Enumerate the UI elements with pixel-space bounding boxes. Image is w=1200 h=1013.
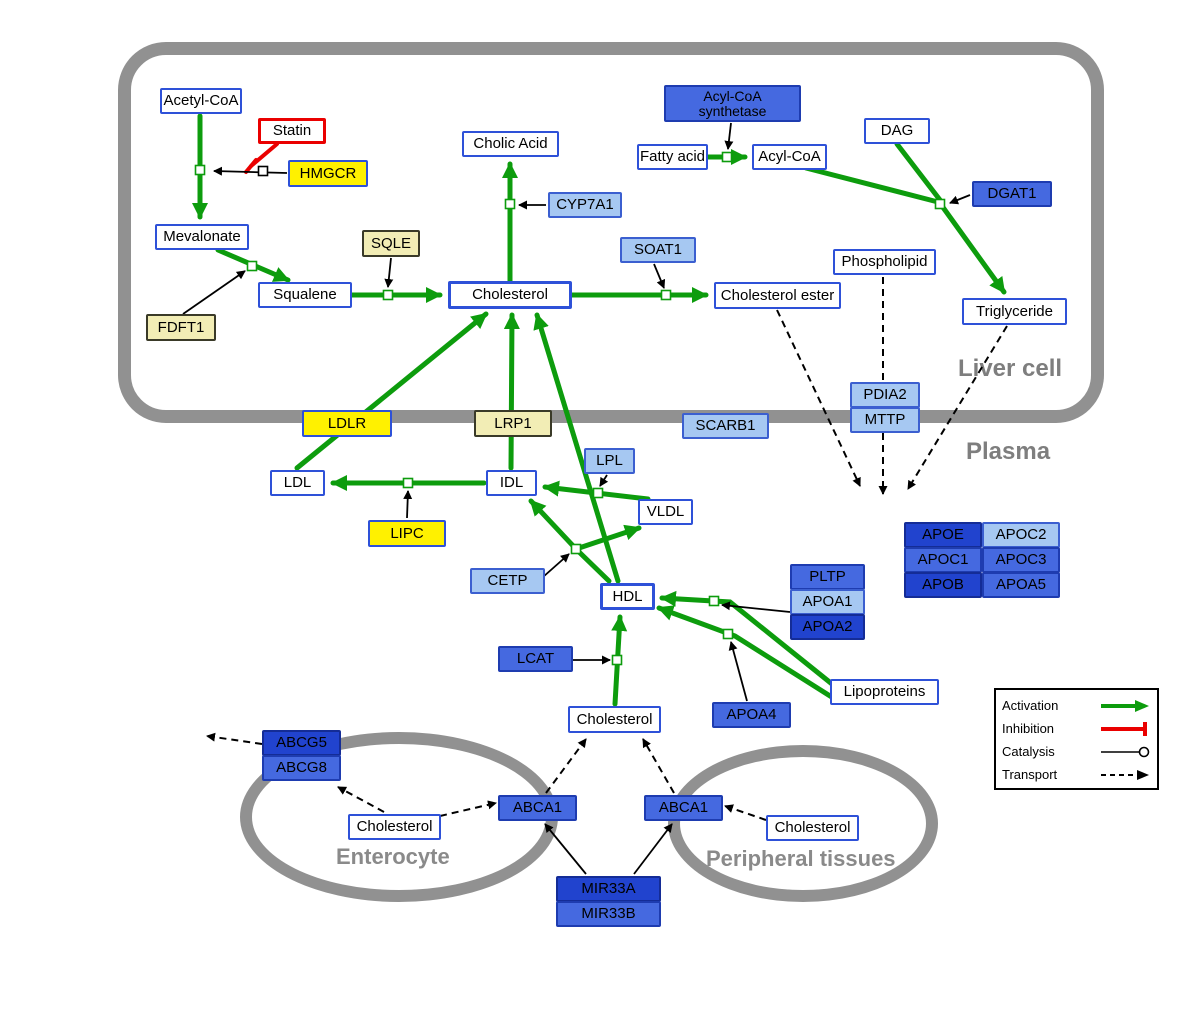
node-lipc[interactable]: LIPC	[368, 520, 446, 547]
acyl-coa-synthetase-line2: synthetase	[698, 102, 767, 119]
legend: Activation Inhibition Catalysis Transpor…	[994, 688, 1159, 790]
node-statin[interactable]: Statin	[258, 118, 326, 144]
legend-activation-label: Activation	[1002, 698, 1059, 713]
peripheral-tissues-label: Peripheral tissues	[706, 846, 896, 871]
node-pltp[interactable]: PLTP	[790, 564, 865, 590]
node-scarb1[interactable]: SCARB1	[682, 413, 769, 439]
node-lipoproteins[interactable]: Lipoproteins	[830, 679, 939, 705]
node-lrp1[interactable]: LRP1	[474, 410, 552, 437]
edge-apoa4-catalysis	[728, 641, 748, 702]
legend-row-activation: Activation	[1002, 694, 1151, 717]
node-acyl-coa[interactable]: Acyl-CoA	[752, 144, 827, 170]
node-cetp[interactable]: CETP	[470, 568, 545, 594]
node-dag[interactable]: DAG	[864, 118, 930, 144]
node-mir33a[interactable]: MIR33A	[556, 876, 661, 902]
node-vldl[interactable]: VLDL	[638, 499, 693, 525]
node-hdl[interactable]: HDL	[600, 583, 655, 610]
node-triglyceride[interactable]: Triglyceride	[962, 298, 1067, 325]
node-apoa1[interactable]: APOA1	[790, 589, 865, 615]
liver-cell-label: Liver cell	[958, 355, 1063, 382]
liver-cell-membrane	[118, 42, 1104, 423]
node-abca1-left[interactable]: ABCA1	[498, 795, 577, 821]
node-apoc3[interactable]: APOC3	[982, 547, 1060, 573]
edge-abcg-export	[206, 732, 263, 745]
legend-catalysis-label: Catalysis	[1002, 744, 1055, 759]
node-abca1-right[interactable]: ABCA1	[644, 795, 723, 821]
edge-cetp-catalysis	[542, 553, 570, 578]
legend-row-transport: Transport	[1002, 763, 1151, 786]
node-cholesterol-enterocyte[interactable]: Cholesterol	[348, 814, 441, 840]
legend-transport-label: Transport	[1002, 767, 1058, 782]
edge-cholesterolplasma-hdl	[611, 614, 628, 707]
edge-cetp-vldl	[573, 524, 642, 552]
node-apoc1[interactable]: APOC1	[904, 547, 982, 573]
node-mttp[interactable]: MTTP	[850, 407, 920, 433]
node-abcg5[interactable]: ABCG5	[262, 730, 341, 756]
node-mevalonate[interactable]: Mevalonate	[155, 224, 249, 250]
node-apoe[interactable]: APOE	[904, 522, 982, 548]
node-apoa5[interactable]: APOA5	[982, 572, 1060, 598]
node-apoa4[interactable]: APOA4	[712, 702, 791, 728]
node-apoc2[interactable]: APOC2	[982, 522, 1060, 548]
edge-pltp-group-catalysis	[721, 601, 791, 613]
edge-abca1left-cholesterolplasma	[545, 738, 587, 794]
node-cholesterol-ester[interactable]: Cholesterol ester	[714, 282, 841, 309]
node-apob[interactable]: APOB	[904, 572, 982, 598]
node-cholesterol-plasma[interactable]: Cholesterol	[568, 706, 661, 733]
node-abcg8[interactable]: ABCG8	[262, 755, 341, 781]
node-apoa2[interactable]: APOA2	[790, 614, 865, 640]
edge-lipc-catalysis	[403, 490, 413, 519]
node-acetyl-coa[interactable]: Acetyl-CoA	[160, 88, 242, 114]
node-mir33b[interactable]: MIR33B	[556, 901, 661, 927]
node-fdft1[interactable]: FDFT1	[146, 314, 216, 341]
legend-inhibition-label: Inhibition	[1002, 721, 1055, 736]
legend-row-catalysis: Catalysis	[1002, 740, 1151, 763]
node-lpl[interactable]: LPL	[584, 448, 635, 474]
acyl-coa-synthetase-line1: Acyl-CoA	[703, 87, 762, 104]
inhibition-tee-icon	[1101, 721, 1147, 736]
node-acyl-coa-synthetase[interactable]: Acyl-CoA synthetase	[664, 85, 801, 122]
node-cyp7a1[interactable]: CYP7A1	[548, 192, 622, 218]
node-idl[interactable]: IDL	[486, 470, 537, 496]
node-cholic-acid[interactable]: Cholic Acid	[462, 131, 559, 157]
node-phospholipid[interactable]: Phospholipid	[833, 249, 936, 275]
transport-dashed-arrow-icon	[1101, 769, 1149, 780]
node-squalene[interactable]: Squalene	[258, 282, 352, 308]
activation-arrow-icon	[1101, 699, 1149, 712]
node-ldl[interactable]: LDL	[270, 470, 325, 496]
edge-vldl-idl	[542, 480, 651, 502]
node-soat1[interactable]: SOAT1	[620, 237, 696, 263]
node-pdia2[interactable]: PDIA2	[850, 382, 920, 408]
node-cholesterol-peripheral[interactable]: Cholesterol	[766, 815, 859, 841]
node-fatty-acid[interactable]: Fatty acid	[637, 144, 708, 170]
node-cholesterol-liver[interactable]: Cholesterol	[448, 281, 572, 309]
edge-lpl-catalysis	[599, 474, 609, 487]
node-hmgcr[interactable]: HMGCR	[288, 160, 368, 187]
edge-abca1right-cholesterolplasma	[642, 738, 675, 794]
edge-mir33-abca1-right	[633, 823, 673, 875]
node-ldlr[interactable]: LDLR	[302, 410, 392, 437]
plasma-label: Plasma	[966, 438, 1051, 465]
legend-row-inhibition: Inhibition	[1002, 717, 1151, 740]
enterocyte-label: Enterocyte	[336, 844, 450, 869]
node-sqle[interactable]: SQLE	[362, 230, 420, 257]
node-lcat[interactable]: LCAT	[498, 646, 573, 672]
catalysis-circle-icon	[1101, 746, 1150, 757]
node-dgat1[interactable]: DGAT1	[972, 181, 1052, 207]
